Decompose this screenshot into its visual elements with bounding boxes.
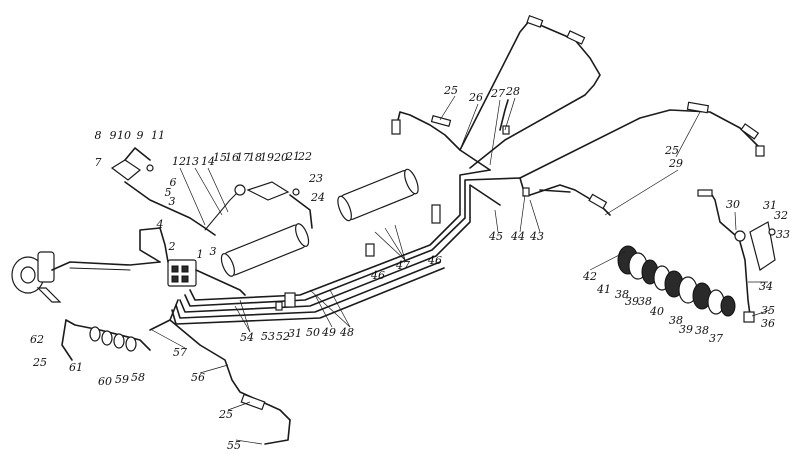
callout-c27: 27	[490, 87, 505, 100]
callout-c24: 24	[310, 191, 325, 204]
front-axle-pipes	[61, 299, 291, 445]
callout-c62: 62	[30, 333, 44, 346]
callout-c48: 48	[339, 326, 354, 339]
callout-c39b: 39	[679, 323, 693, 336]
callout-c44: 44	[510, 230, 525, 243]
callout-c3b: 3	[210, 245, 217, 258]
callout-c55: 55	[227, 439, 241, 452]
callout-c52: 52	[276, 330, 290, 343]
callout-c37: 37	[709, 332, 723, 345]
callout-c1: 1	[197, 248, 204, 261]
rear-pipes	[395, 19, 761, 216]
callout-c38b: 38	[638, 295, 652, 308]
valve-block	[139, 227, 246, 296]
callout-c31b: 31	[288, 327, 302, 340]
callout-c38c: 38	[669, 314, 683, 327]
callout-c45: 45	[488, 230, 503, 243]
callout-c33: 33	[776, 228, 790, 241]
callout-c42: 42	[582, 270, 597, 283]
brackets	[275, 204, 441, 311]
callout-c50: 50	[306, 326, 320, 339]
leader-lines	[151, 95, 771, 445]
callout-c19: 19	[260, 151, 274, 164]
callout-c53: 53	[261, 330, 275, 343]
reservoir-rear	[337, 168, 419, 222]
callout-c41: 41	[596, 283, 611, 296]
callout-c34: 34	[759, 280, 773, 293]
callout-c38d: 38	[695, 324, 709, 337]
callout-c25b: 25	[664, 144, 679, 157]
callout-c10: 10	[117, 129, 131, 142]
callout-c54: 54	[240, 331, 254, 344]
callout-c23: 23	[308, 172, 323, 185]
callout-c16: 16	[225, 151, 239, 164]
callout-c43: 43	[529, 230, 544, 243]
callout-c56: 56	[191, 371, 205, 384]
callout-c47: 47	[395, 259, 410, 272]
callout-c49: 49	[321, 326, 336, 339]
callout-c29: 29	[668, 157, 683, 170]
main-pipe-bundle	[171, 169, 526, 325]
callout-c6: 6	[170, 176, 177, 189]
callout-c60: 60	[98, 375, 112, 388]
callout-c32: 32	[774, 209, 788, 222]
callout-c21: 21	[285, 150, 300, 163]
valve-row	[89, 326, 137, 352]
callout-c35: 35	[761, 304, 775, 317]
callout-c9b: 9	[137, 129, 144, 142]
callout-c14: 14	[201, 155, 215, 168]
callout-c3a: 3	[169, 195, 176, 208]
callout-c2: 2	[168, 240, 176, 253]
callout-c38a: 38	[615, 288, 629, 301]
callout-c36: 36	[761, 317, 775, 330]
callout-c31a: 31	[763, 199, 777, 212]
callout-c40: 40	[649, 305, 664, 318]
callout-c30: 30	[726, 198, 740, 211]
callout-c59: 59	[115, 373, 129, 386]
callout-c46b: 46	[370, 269, 385, 282]
callout-c7: 7	[95, 156, 102, 169]
callout-c28: 28	[505, 85, 520, 98]
callout-c25c: 25	[218, 408, 233, 421]
callout-c13: 13	[185, 155, 199, 168]
reservoir-front	[220, 223, 310, 277]
callout-c9a: 9	[110, 129, 117, 142]
callout-c18: 18	[248, 151, 262, 164]
callout-c39a: 39	[625, 295, 639, 308]
callout-c57: 57	[173, 346, 187, 359]
callout-c5: 5	[165, 186, 172, 199]
callout-c61: 61	[69, 361, 83, 374]
callout-c58: 58	[131, 371, 145, 384]
brake-pedal-assembly	[110, 147, 313, 236]
callout-c20: 20	[273, 151, 288, 164]
callout-c15: 15	[213, 151, 227, 164]
callout-c46a: 46	[427, 254, 442, 267]
coupling-assembly	[697, 189, 776, 323]
rear-hoses	[391, 15, 765, 210]
callout-c17: 17	[236, 151, 250, 164]
air-reservoirs	[220, 168, 419, 277]
compressor	[11, 251, 161, 303]
callout-c26: 26	[468, 91, 483, 104]
callout-c22: 22	[297, 150, 312, 163]
callout-c4: 4	[156, 218, 164, 231]
callout-c25d: 25	[32, 356, 47, 369]
callout-c11: 11	[151, 129, 165, 142]
callout-c25a: 25	[443, 84, 458, 97]
callout-c12: 12	[172, 155, 186, 168]
callout-c8: 8	[95, 129, 102, 142]
